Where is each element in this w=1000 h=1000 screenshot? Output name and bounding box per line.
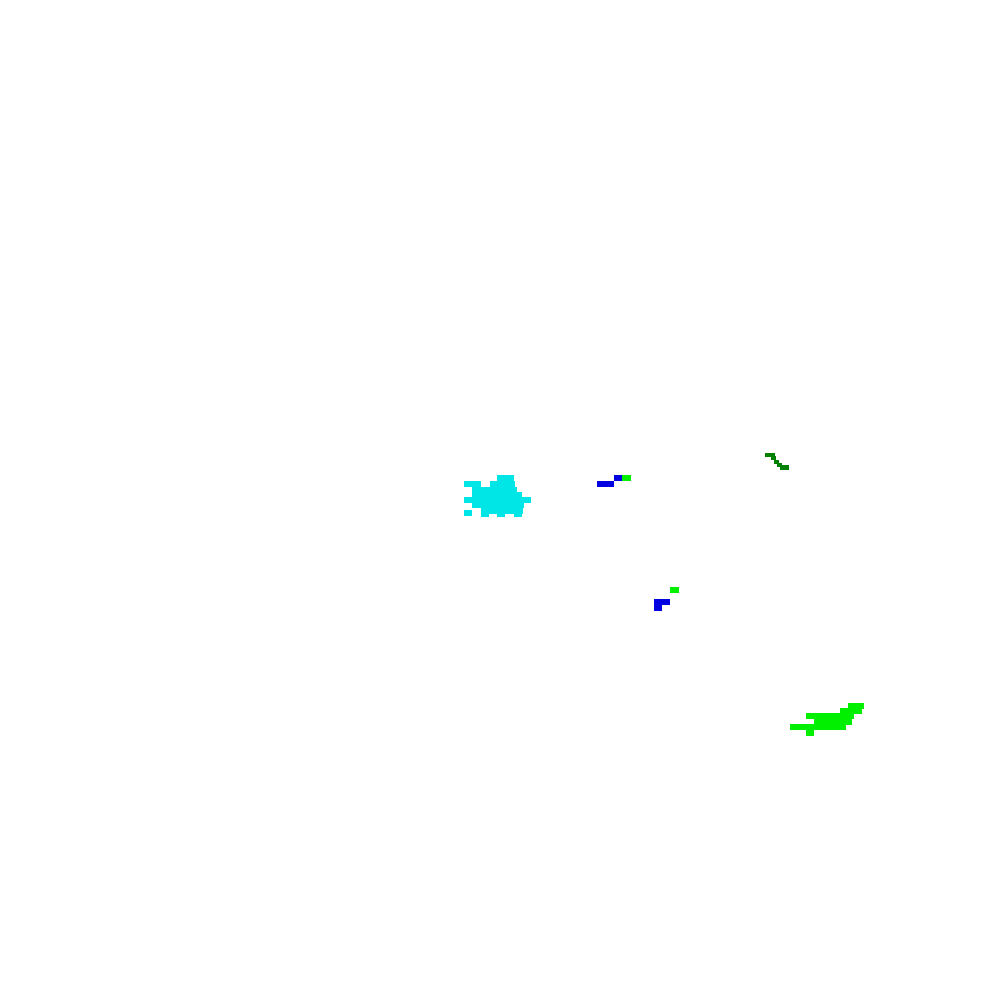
light-green-patch xyxy=(622,475,864,736)
blue-patch xyxy=(597,475,670,611)
dark-green-patch xyxy=(765,453,789,470)
cyan-cluster xyxy=(464,475,531,517)
